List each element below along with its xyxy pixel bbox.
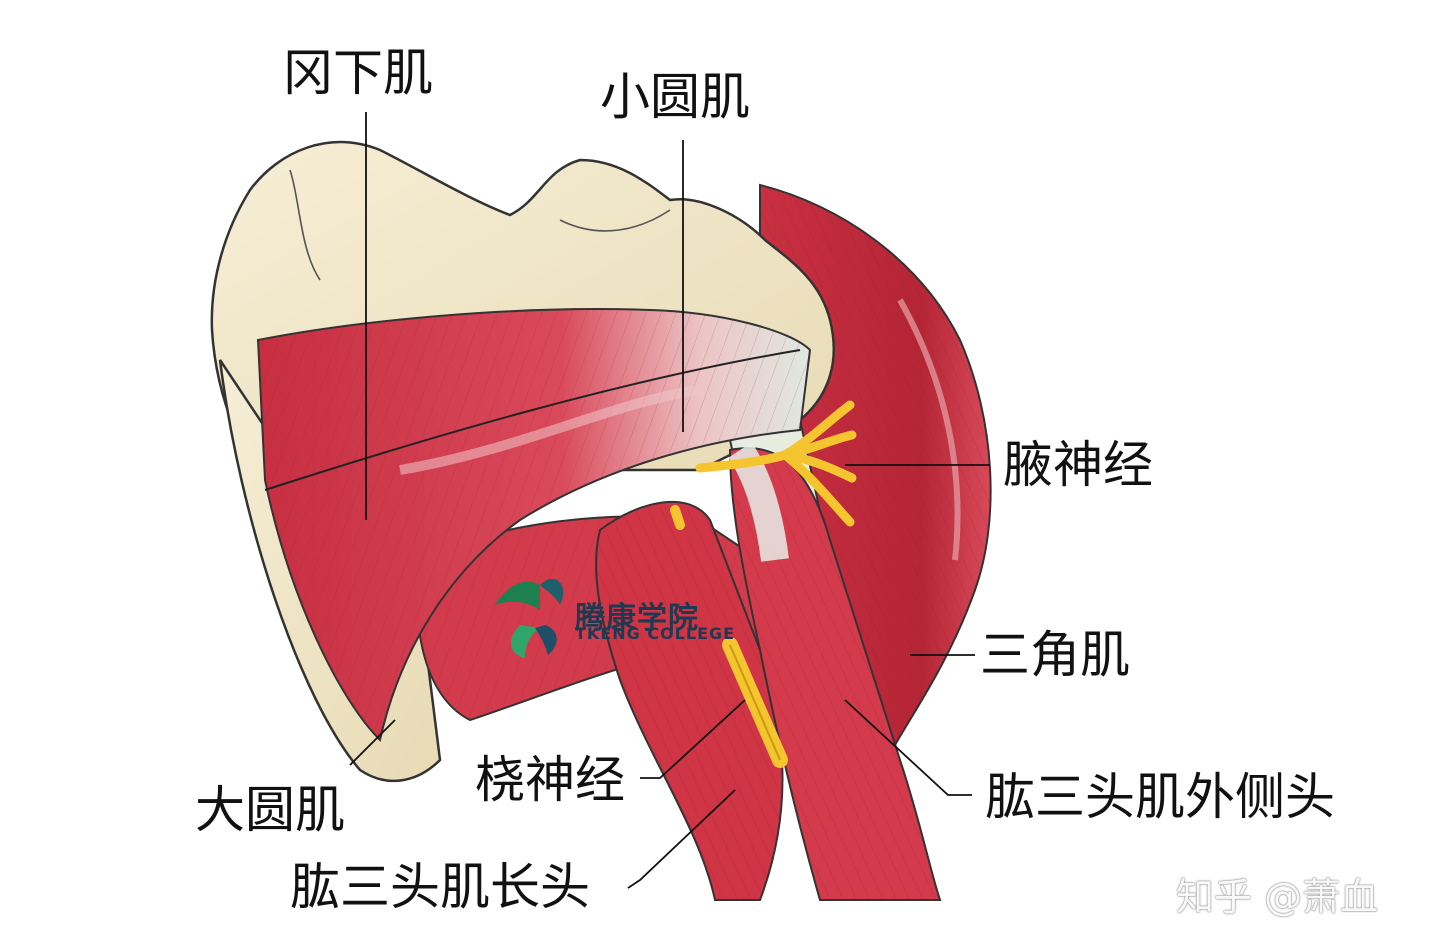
- axillary-nerve: [695, 400, 857, 527]
- label-teres-minor: 小圆肌: [600, 68, 750, 126]
- watermark-subtitle: TKENG COLLEGE: [575, 624, 736, 643]
- label-deltoid: 三角肌: [980, 626, 1130, 684]
- label-radial-nerve: 桡神经: [475, 751, 625, 809]
- label-axillary-nerve: 腋神经: [1003, 436, 1153, 494]
- triceps-long-head-muscle: [595, 500, 784, 901]
- label-infraspinatus: 冈下肌: [283, 44, 433, 102]
- label-triceps-long-head: 肱三头肌长头: [290, 858, 590, 916]
- infraspinatus-muscle: [256, 308, 812, 742]
- credit-text: 知乎 @萧血: [1176, 875, 1379, 919]
- leader-lines: [349, 112, 990, 889]
- watermark-name: 腾康学院: [575, 601, 699, 636]
- label-triceps-lateral-head: 肱三头肌外侧头: [985, 768, 1335, 826]
- watermark-logo: [495, 578, 564, 658]
- label-teres-major: 大圆肌: [195, 781, 345, 839]
